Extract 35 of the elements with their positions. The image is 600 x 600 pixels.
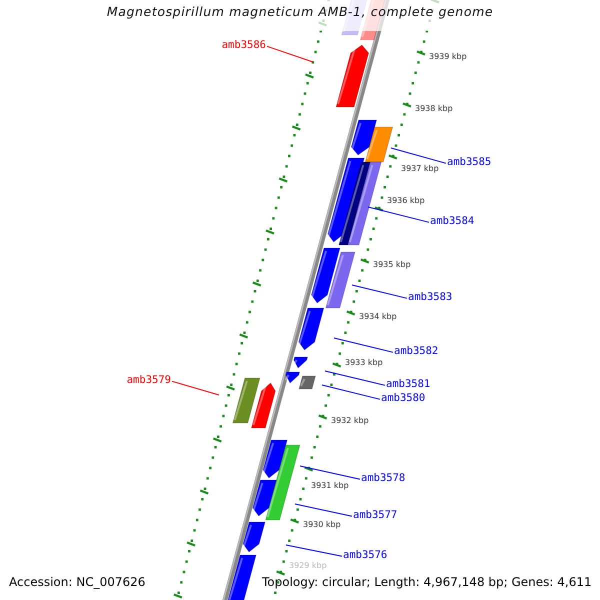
gene-label: amb3577: [353, 510, 398, 520]
gene-label: amb3582: [394, 346, 438, 356]
leader-line: [368, 206, 430, 223]
gene-label: amb3585: [447, 157, 492, 168]
tick-label: 3934 kbp: [359, 313, 397, 321]
tick-label: 3939 kbp: [429, 53, 467, 61]
leader-line: [390, 148, 446, 164]
leader-line: [334, 338, 394, 353]
leader-line: [294, 504, 352, 517]
leader-line: [286, 544, 342, 557]
leader-line: [172, 380, 220, 396]
gene-label: amb3580: [381, 393, 426, 404]
gene-label: amb3579: [126, 375, 171, 386]
tick-label: 3930 kbp: [303, 521, 341, 529]
accession-text: Accession: NC_007626: [9, 576, 146, 588]
tick-label: 3936 kbp: [387, 197, 425, 205]
tick-label: 3937 kbp: [401, 165, 439, 173]
gene-label: amb3586: [222, 40, 266, 50]
leader-line: [266, 46, 314, 62]
gene-label: amb3584: [430, 216, 474, 226]
leader-line: [352, 284, 408, 299]
gene-label: amb3583: [408, 292, 452, 302]
gene-label: amb3576: [343, 550, 388, 560]
tick-label: 3935 kbp: [373, 261, 411, 269]
tick-label: 3929 kbp: [289, 562, 327, 570]
gene-label: amb3578: [361, 473, 406, 484]
genome-info-text: Topology: circular; Length: 4,967,148 bp; Genes: 4,611: [262, 576, 592, 588]
tick-label: 3933 kbp: [345, 359, 383, 367]
leader-line: [322, 384, 380, 400]
tick-label: 3931 kbp: [311, 482, 349, 490]
gene-label: amb3581: [386, 379, 430, 390]
tick-label: 3938 kbp: [415, 105, 453, 113]
tick-label: 3932 kbp: [331, 417, 369, 425]
leader-line: [324, 370, 386, 386]
leader-line: [300, 466, 360, 480]
